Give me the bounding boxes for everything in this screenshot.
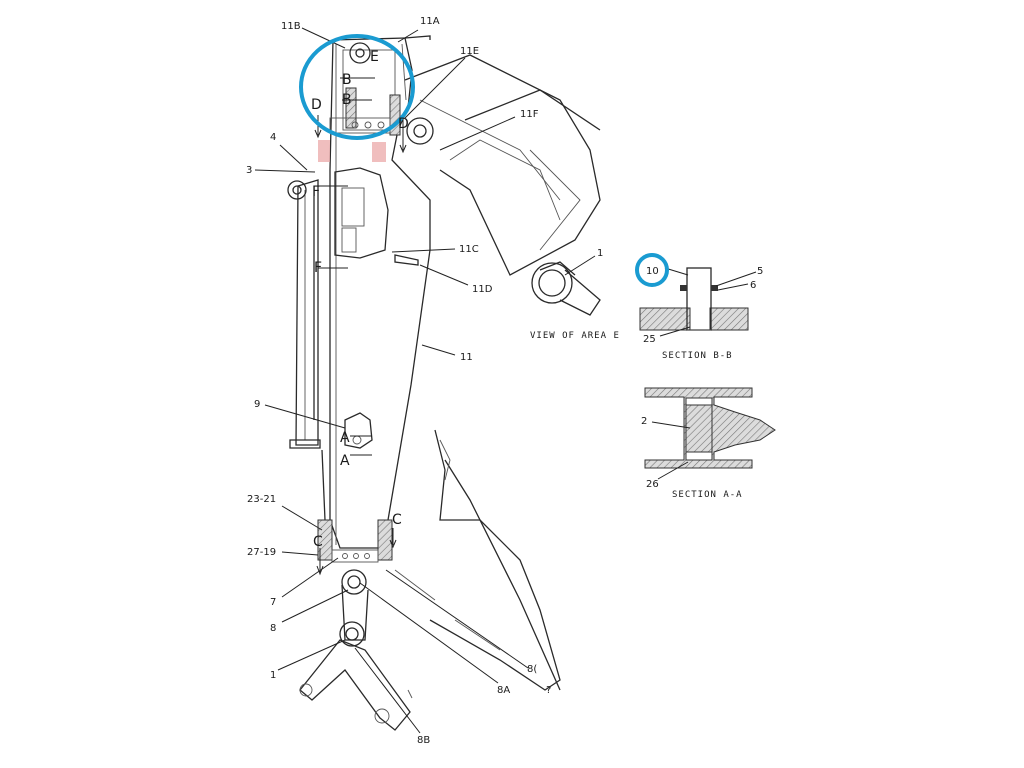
- boom-arm: [404, 54, 601, 276]
- caption-section-a-a: SECTION A-A: [672, 490, 743, 500]
- label-11B: 11B: [281, 21, 301, 32]
- section-cut-arrows: [314, 77, 407, 576]
- label-11D: 11D: [472, 284, 493, 295]
- label-23-21: 23-21: [247, 494, 276, 505]
- section-b-b-drawing: [639, 267, 749, 331]
- section-letter-C-right: C: [392, 512, 402, 528]
- leader-lines: [254, 27, 757, 734]
- label-11A: 11A: [420, 16, 440, 27]
- label-4: 4: [270, 132, 276, 143]
- view-area-e-detail: [531, 261, 601, 316]
- section-letter-B-bottom: B: [342, 92, 352, 108]
- highlight-part-10-circle: [635, 253, 669, 287]
- highlight-area-e-circle: [299, 34, 415, 140]
- label-25: 25: [643, 334, 656, 345]
- top-pin-housing: [318, 42, 401, 162]
- label-11F: 11F: [520, 109, 539, 120]
- caption-section-b-b: SECTION B-B: [662, 351, 733, 361]
- label-7: 7: [270, 597, 276, 608]
- section-a-a-drawing: [644, 387, 776, 469]
- label-27-19: 27-19: [247, 547, 276, 558]
- label-tick: ?: [546, 685, 551, 696]
- label-2: 2: [641, 416, 647, 427]
- label-8A: 8A: [497, 685, 510, 696]
- bottom-pin-assembly: [299, 519, 411, 731]
- section-letter-F-bottom: F: [314, 260, 322, 276]
- stick-body: [329, 35, 431, 549]
- label-11E: 11E: [460, 46, 479, 57]
- label-8B: 8B: [417, 735, 430, 746]
- section-letter-A-top: A: [340, 430, 350, 446]
- caption-view-area-e: VIEW OF AREA E: [530, 331, 620, 341]
- section-letter-D-left: D: [311, 97, 322, 113]
- label-8C: 8(: [527, 664, 537, 675]
- section-letter-B-top: B: [342, 72, 352, 88]
- label-9: 9: [254, 399, 260, 410]
- label-1-top: 1: [597, 248, 603, 259]
- section-letter-A-bottom: A: [340, 453, 350, 469]
- label-1-bottom: 1: [270, 670, 276, 681]
- hydraulic-cylinder: [287, 179, 326, 521]
- label-8: 8: [270, 623, 276, 634]
- label-10: 10: [646, 266, 659, 277]
- label-26: 26: [646, 479, 659, 490]
- label-5: 5: [757, 266, 763, 277]
- section-letter-C-left: C: [313, 534, 323, 550]
- label-11C: 11C: [459, 244, 479, 255]
- bucket: [394, 429, 561, 699]
- label-6: 6: [750, 280, 756, 291]
- label-11: 11: [460, 352, 473, 363]
- label-3: 3: [246, 165, 252, 176]
- section-letter-D-right: D: [398, 116, 409, 132]
- middle-linkage-block: [334, 167, 419, 266]
- section-letter-E: E: [370, 49, 379, 65]
- section-letter-F-top: F: [312, 184, 320, 200]
